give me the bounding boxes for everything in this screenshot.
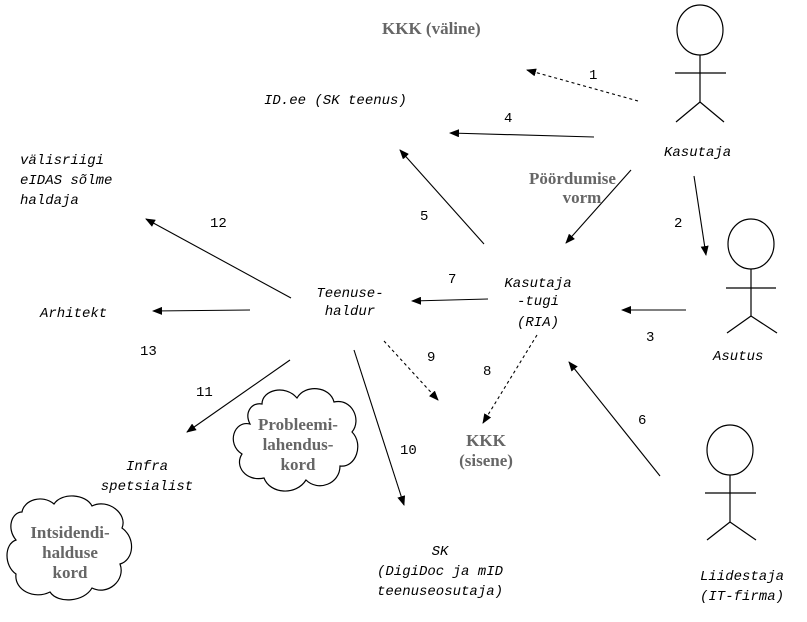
node-sk-line2: (DigiDoc ja mID xyxy=(377,564,504,580)
edge-label-9: 9 xyxy=(427,350,435,366)
node-eidas-line1: välisriigi xyxy=(20,153,104,169)
edge-5-line xyxy=(399,149,485,245)
edge-label-13: 13 xyxy=(140,344,157,360)
cloud-intsidendi-line1: Intsidendi- xyxy=(30,523,110,542)
cloud-probleemi-line2: lahendus- xyxy=(263,435,334,454)
edge-11-line xyxy=(186,359,291,433)
edge-label-3: 3 xyxy=(646,330,654,346)
node-kasutajatugi-line3: (RIA) xyxy=(517,315,559,331)
node-kasutaja: Kasutaja xyxy=(664,145,731,161)
node-teenusehaldur-line2: haldur xyxy=(325,304,375,320)
node-kasutajatugi-line1: Kasutaja xyxy=(504,276,571,292)
node-poordumise-line1: Pöördumise xyxy=(529,169,616,188)
node-kasutajatugi-line2: -tugi xyxy=(517,294,559,310)
actor-liidestaja-icon xyxy=(705,424,757,541)
node-eidas-line3: haldaja xyxy=(20,193,79,209)
cloud-probleemi-line1: Probleemi- xyxy=(258,415,338,434)
node-arhitekt: Arhitekt xyxy=(39,306,107,322)
edge-vorm-line xyxy=(565,169,632,244)
cloud-probleemi-icon xyxy=(232,388,359,492)
node-kkk-valine: KKK (väline) xyxy=(382,19,481,38)
edge-8-line xyxy=(482,334,538,424)
edge-4-line xyxy=(449,129,595,138)
node-sk-line3: teenuseosutaja) xyxy=(377,584,503,600)
edge-label-8: 8 xyxy=(483,364,491,380)
cloud-intsidendi-line2: halduse xyxy=(42,543,98,562)
node-liidestaja-line1: Liidestaja xyxy=(700,569,784,585)
node-id-ee: ID.ee (SK teenus) xyxy=(264,93,407,109)
node-liidestaja-line2: (IT-firma) xyxy=(700,589,784,605)
edge-label-2: 2 xyxy=(674,216,682,232)
edge-12-line xyxy=(145,218,292,299)
actor-asutus-icon xyxy=(726,218,778,334)
edge-2-line xyxy=(693,175,709,256)
node-sk-line1: SK xyxy=(432,544,449,560)
edge-1-line xyxy=(526,68,639,102)
node-asutus: Asutus xyxy=(712,349,763,365)
cloud-probleemi-line3: kord xyxy=(281,455,317,474)
cloud-intsidendi-line3: kord xyxy=(53,563,89,582)
edge-7-line xyxy=(411,296,489,305)
edge-10-line xyxy=(353,349,406,506)
edge-label-6: 6 xyxy=(638,413,646,429)
actor-kasutaja-icon xyxy=(675,4,726,123)
edge-label-7: 7 xyxy=(448,272,456,288)
edge-label-11: 11 xyxy=(196,385,213,401)
edge-13-line xyxy=(152,306,251,315)
edge-label-12: 12 xyxy=(210,216,227,232)
edge-6-line xyxy=(568,361,661,477)
node-infra-line2: spetsialist xyxy=(101,479,193,495)
edge-label-10: 10 xyxy=(400,443,417,459)
node-kkk-sisene-line1: KKK xyxy=(466,431,506,450)
edge-label-5: 5 xyxy=(420,209,428,225)
node-teenusehaldur-line1: Teenuse- xyxy=(316,286,383,302)
edge-label-4: 4 xyxy=(504,111,512,127)
node-infra-line1: Infra xyxy=(126,459,168,475)
edge-9-line xyxy=(383,340,439,401)
cloud-intsidendi-icon xyxy=(6,495,133,601)
node-eidas-line2: eIDAS sõlme xyxy=(20,173,112,189)
edge-label-1: 1 xyxy=(589,68,597,84)
node-poordumise-line2: vorm xyxy=(563,188,602,207)
node-kkk-sisene-line2: (sisene) xyxy=(459,451,513,470)
